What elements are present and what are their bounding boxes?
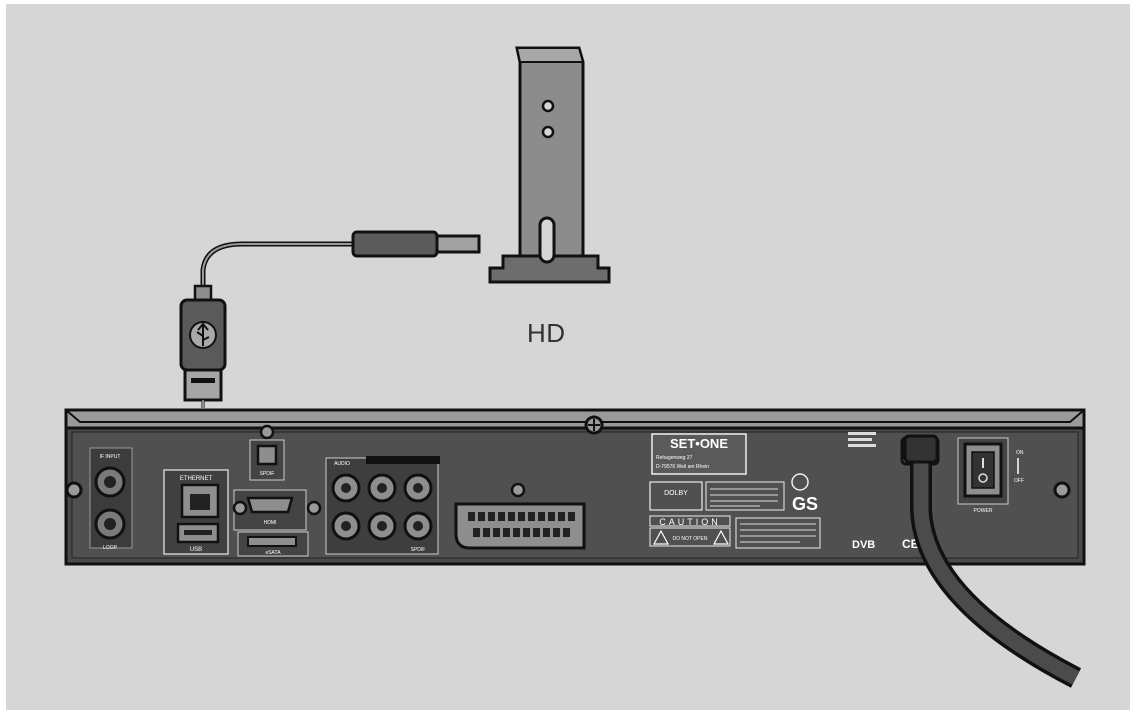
mini-usb-plug — [351, 230, 439, 258]
dolby-logo — [649, 481, 703, 511]
dolby-label: DOLBY — [664, 490, 688, 497]
hd-device-label: HD — [527, 318, 566, 348]
spdif-optical-label: SPDIF — [260, 471, 275, 477]
ce-mark-icon — [791, 473, 809, 491]
address-line-1: Rehagenweg 27 — [656, 455, 693, 461]
if-input-label: IF INPUT — [100, 454, 121, 460]
audio-rca-block: AUDIO SPDIF — [325, 456, 440, 555]
esata-port: eSATA — [237, 531, 309, 557]
spdif-optical-port: SPDIF — [249, 424, 285, 481]
receiver-rear-panel: IF INPUT LOOP ETHERNET USB SPDIF HDMI — [64, 408, 1086, 566]
do-not-open-label: DO NOT OPEN — [673, 536, 708, 542]
sat-if-connectors: IF INPUT LOOP — [89, 447, 133, 551]
audio-label: AUDIO — [334, 461, 350, 467]
address-line-2: D-79576 Weil am Rhein — [656, 464, 709, 470]
brand-label: SET•ONE — [670, 436, 728, 451]
screw-icon — [1053, 481, 1071, 499]
hdmi-port: HDMI — [232, 489, 322, 531]
usb-label: USB — [190, 547, 202, 553]
rating-label-area: SET•ONE Rehagenweg 27 D-79576 Weil am Rh… — [649, 432, 919, 551]
power-label: POWER — [974, 508, 993, 514]
hd-led-icon — [541, 125, 555, 139]
loop-label: LOOP — [103, 545, 118, 551]
warning-triangle-icon — [712, 529, 730, 545]
ethernet-port — [180, 483, 220, 519]
usb-cable — [179, 230, 481, 486]
off-label: OFF — [1014, 478, 1024, 484]
external-hard-drive — [488, 46, 611, 284]
ethernet-label: ETHERNET — [180, 476, 213, 482]
warning-triangle-icon — [652, 529, 670, 545]
caution-label: CAUTION — [659, 517, 721, 527]
hd-led-icon — [541, 99, 555, 113]
gs-mark-icon: GS — [792, 494, 818, 514]
ethernet-usb-block: ETHERNET USB — [163, 469, 229, 555]
esata-label: eSATA — [265, 550, 281, 556]
dvb-logo: DVB — [852, 539, 875, 551]
hdmi-label: HDMI — [264, 520, 277, 526]
spdif-coax-label: SPDIF — [411, 547, 426, 553]
scart-port — [454, 482, 586, 550]
power-cord — [903, 434, 1082, 688]
power-switch: ON OFF POWER — [957, 437, 1024, 514]
screw-icon — [65, 481, 83, 499]
hd-slot — [538, 216, 556, 264]
on-label: ON — [1016, 450, 1024, 456]
ce-mark-label: CE — [902, 537, 919, 551]
